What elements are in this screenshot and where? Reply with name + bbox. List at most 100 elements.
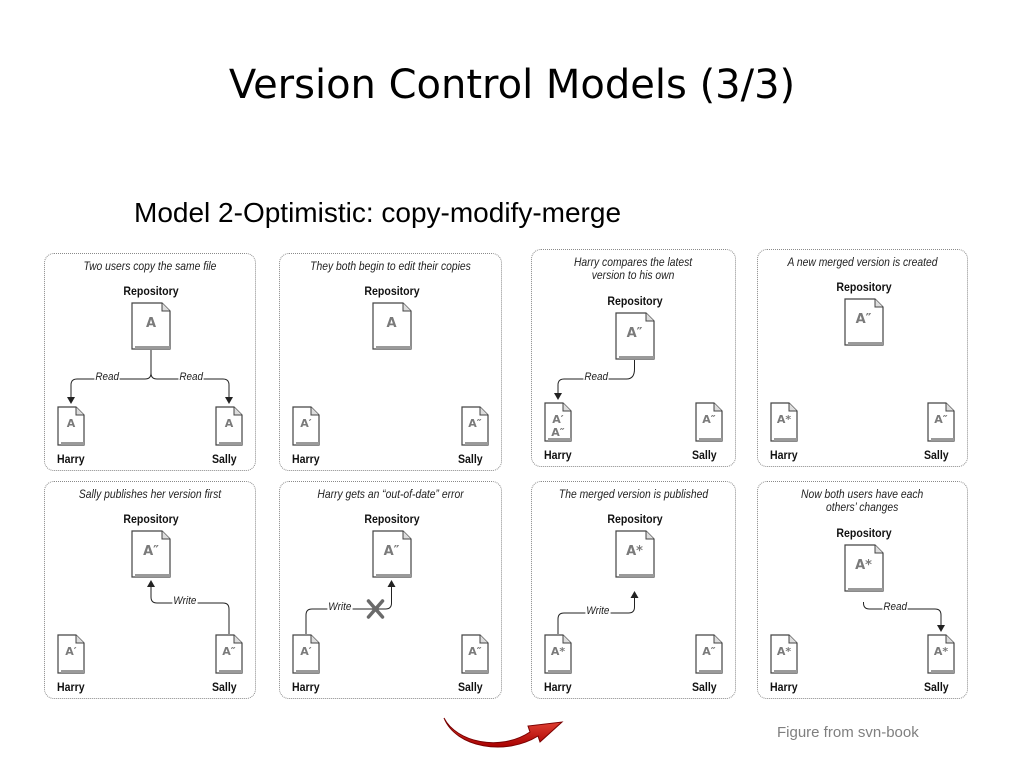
panel-caption: Sally publishes her version first [78, 487, 222, 501]
repository-label: Repository [363, 284, 420, 298]
document-version-label: A′ [300, 644, 312, 658]
repository-document: A* [843, 544, 884, 592]
arrow-label: Read [94, 371, 120, 383]
sally-label: Sally [692, 448, 717, 462]
document-version-label: A″ [222, 644, 236, 658]
sally-label: Sally [692, 680, 717, 694]
harry-document: A* [544, 634, 572, 674]
harry-document: A* [770, 402, 798, 442]
panel-caption: Two users copy the same file [83, 259, 217, 273]
repository-document: A* [614, 530, 655, 578]
harry-label: Harry [292, 452, 320, 466]
sally-document: A″ [461, 634, 489, 674]
document-version-label: A* [626, 543, 643, 559]
repository-label: Repository [123, 512, 179, 526]
document-version-label: A″ [143, 543, 159, 559]
document-version-label: A″ [383, 543, 400, 559]
harry-document: A* [770, 634, 798, 674]
repository-label: Repository [363, 512, 420, 526]
harry-label: Harry [770, 448, 798, 462]
document-version-label: A′ [65, 644, 77, 658]
repository-document: A [131, 302, 171, 350]
repository-document: A″ [614, 312, 655, 360]
sally-label: Sally [212, 452, 237, 466]
arrow-label: Read [583, 371, 609, 383]
sally-document: A [215, 406, 243, 446]
sally-document: A* [927, 634, 955, 674]
sally-label: Sally [212, 680, 237, 694]
next-slide-arrow[interactable] [442, 712, 566, 748]
document-version-label: A″ [702, 644, 716, 658]
harry-document: A [57, 406, 85, 446]
repository-label: Repository [606, 512, 663, 526]
panel-caption: They both begin to edit their copies [310, 259, 471, 273]
panel-caption: Harry compares the latest version to his… [574, 255, 693, 282]
harry-label: Harry [57, 680, 85, 694]
repository-label: Repository [606, 294, 663, 308]
slide-title: Version Control Models (3/3) [228, 62, 796, 108]
error-x-icon [366, 599, 385, 619]
harry-document: A′ [292, 634, 320, 674]
document-version-label: A″ [702, 412, 716, 426]
document-version-label: A* [776, 412, 792, 426]
panel-caption: Harry gets an “out-of-date” error [317, 487, 464, 501]
sally-document: A″ [927, 402, 955, 442]
harry-label: Harry [57, 452, 85, 466]
repository-label: Repository [835, 280, 892, 294]
sally-document: A″ [461, 406, 489, 446]
document-version-label: A [224, 416, 234, 430]
panel-caption: A new merged version is created [787, 255, 938, 269]
repository-document: A″ [131, 530, 171, 578]
panel-caption: The merged version is published [558, 487, 709, 501]
document-version-label: A [386, 315, 397, 331]
document-version-label: A* [776, 644, 792, 658]
curved-arrow-icon [443, 717, 564, 748]
repository-document: A [371, 302, 412, 350]
repository-document: A″ [371, 530, 412, 578]
panel-caption: Now both users have each others’ changes [801, 487, 924, 514]
figure-caption: Figure from svn-book [777, 724, 919, 741]
sally-document: A″ [695, 634, 723, 674]
arrow-label: Write [327, 601, 353, 613]
document-version-label: A [66, 416, 76, 430]
arrow-label: Read [882, 601, 908, 613]
document-version-label: A* [550, 644, 566, 658]
harry-label: Harry [544, 680, 572, 694]
arrow-label: Write [585, 605, 611, 617]
repository-document: A″ [843, 298, 884, 346]
harry-document: A′ [57, 634, 85, 674]
document-version-label: A″ [626, 325, 643, 341]
arrow-label: Write [172, 595, 198, 607]
sally-document: A″ [215, 634, 243, 674]
slide-subtitle: Model 2-Optimistic: copy-modify-merge [134, 197, 622, 228]
document-version-label: A″ [468, 644, 482, 658]
document-version-label: A″ [855, 311, 872, 327]
harry-label: Harry [292, 680, 320, 694]
repository-label: Repository [123, 284, 179, 298]
document-version-label: A* [933, 644, 949, 658]
arrow-label: Read [178, 371, 204, 383]
repository-label: Repository [835, 526, 892, 540]
harry-document: A′ A″ [544, 402, 572, 442]
document-version-label: A* [855, 557, 872, 573]
document-version-label: A″ [934, 412, 948, 426]
document-version-label: A′ [300, 416, 312, 430]
sally-label: Sally [924, 680, 949, 694]
document-version-label: A″ [468, 416, 482, 430]
diagram-panel-3: Harry compares the latest version to his… [531, 249, 736, 467]
sally-document: A″ [695, 402, 723, 442]
harry-label: Harry [770, 680, 798, 694]
diagram-panel-8: Now both users have each others’ changes… [757, 481, 968, 699]
harry-label: Harry [544, 448, 572, 462]
sally-label: Sally [458, 680, 483, 694]
document-version-label: A [145, 315, 157, 331]
sally-label: Sally [924, 448, 949, 462]
document-version-label: A′ A″ [551, 412, 565, 439]
harry-document: A′ [292, 406, 320, 446]
